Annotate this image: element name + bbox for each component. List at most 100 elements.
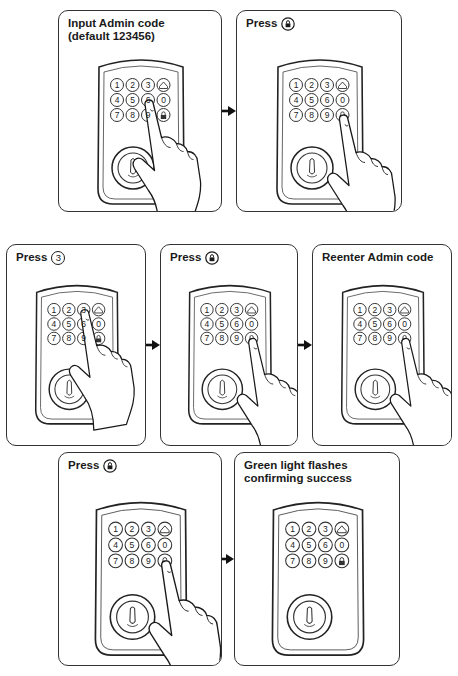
key-lock-symbol [339, 561, 345, 565]
pointing-hand [390, 338, 452, 446]
keypad-button [109, 554, 123, 568]
keypad-digit: 8 [215, 331, 229, 345]
keypad-digit: 2 [302, 522, 316, 536]
keypad-digit: 7 [286, 554, 300, 568]
keypad-digit: 7 [47, 331, 61, 345]
icon-shackle [211, 255, 214, 258]
keypad-button [48, 318, 60, 330]
keypad-digit: 0 [335, 538, 349, 552]
keypad-lock-drawing [91, 51, 191, 207]
keyway [373, 380, 378, 395]
pointing-hand [237, 338, 298, 446]
keypad-button [201, 303, 213, 315]
keypad-digit: 5 [126, 93, 140, 107]
keypad-digit: 9 [318, 554, 332, 568]
escutcheon-inner-edge [278, 509, 359, 650]
keypad-digit: 8 [368, 331, 382, 345]
connector-line [146, 344, 153, 347]
step-instruction: Press [246, 17, 277, 29]
keypad-button [319, 522, 333, 536]
keypad-button [142, 554, 156, 568]
pointing-hand [70, 310, 135, 430]
keypad-lock: 1234560789 [265, 493, 371, 658]
keypad-digit: 2 [305, 78, 319, 92]
icon-ring [206, 252, 218, 264]
keyway-detail [127, 624, 138, 626]
keypad-digit: 5 [215, 317, 229, 331]
pointing-hand [149, 561, 220, 666]
keypad-button [319, 538, 333, 552]
keyway-detail [128, 175, 138, 177]
keypad-digit: 1 [286, 522, 300, 536]
keypad-button [383, 318, 395, 330]
keypad-digit: 3 [141, 78, 155, 92]
keypad-button [201, 318, 213, 330]
key-symbol [161, 526, 169, 533]
keypad-digit: 1 [47, 303, 61, 317]
deadbolt-rosette [355, 369, 395, 409]
keypad-digit: 1 [110, 78, 124, 92]
hand-outline [237, 338, 298, 446]
key-cylinder [361, 375, 390, 404]
keypad-button [157, 94, 170, 107]
keypad-digit: 0 [92, 317, 106, 331]
keyway-detail [218, 396, 228, 398]
keypad-button [48, 303, 60, 315]
keypad-button [126, 109, 139, 122]
key-symbol [95, 307, 103, 313]
keypad-lock-drawing [29, 277, 125, 427]
keypad-digit: 2 [125, 522, 139, 536]
keypad-digit: 0 [336, 93, 350, 107]
key-lock-symbol [161, 115, 166, 119]
icon-lock-body [108, 465, 113, 469]
hand-outline [70, 310, 135, 430]
keypad-button [230, 303, 242, 315]
step-heading: Reenter Admin code [322, 251, 442, 264]
keypad-digit: 4 [109, 538, 123, 552]
keypad-button [142, 538, 156, 552]
step-panel: Press31234560789 [6, 244, 146, 446]
keypad-digit: 9 [141, 108, 155, 122]
key-lock-shackle [162, 112, 165, 115]
keypad-digit: 8 [302, 554, 316, 568]
hand-outline [149, 561, 220, 666]
key-lock-shackle [97, 335, 100, 338]
keypad-digit: 3 [77, 303, 91, 317]
keypad-digit: 4 [286, 538, 300, 552]
keyway-detail [65, 396, 75, 398]
keypad-button [126, 79, 139, 92]
keypad-digit: 7 [109, 554, 123, 568]
keypad-button [125, 554, 139, 568]
arrow-head [226, 554, 234, 564]
keypad-button [290, 109, 303, 122]
keypad-digit: 8 [305, 108, 319, 122]
step-heading: Input Admin code (default 123456) [68, 17, 176, 43]
step-instruction: Green light flashes confirming success [244, 459, 352, 484]
deadbolt-rosette [291, 147, 333, 189]
keypad-button [201, 332, 213, 344]
step-panel: Green light flashes confirming success 12… [234, 452, 400, 666]
hand-knuckle-lines [345, 125, 388, 175]
deadbolt-rosette [287, 595, 332, 640]
lock-escutcheon [272, 503, 363, 656]
step-panel: Press1234560789 [160, 244, 298, 446]
step-instruction: Reenter Admin code [322, 251, 433, 263]
step-arrow [222, 106, 236, 116]
keypad-digit: 3 [383, 303, 397, 317]
key-symbol [248, 307, 256, 313]
icon-lock-body [286, 23, 291, 27]
hand-knuckle-lines [407, 348, 448, 396]
keypad-button [369, 332, 381, 344]
keypad-lock: 1234560789 [91, 51, 191, 207]
step-heading: Green light flashes confirming success [244, 459, 390, 485]
key-cylinder [117, 601, 149, 633]
keypad-digit: 2 [368, 303, 382, 317]
keypad-digit: 9 [383, 331, 397, 345]
keypad-button [125, 538, 139, 552]
keypad-button [111, 94, 124, 107]
keypad-button [305, 79, 318, 92]
hand-knuckle-lines [254, 348, 295, 396]
keypad-lock: 1234560789 [335, 277, 431, 427]
keypad-button [319, 554, 333, 568]
